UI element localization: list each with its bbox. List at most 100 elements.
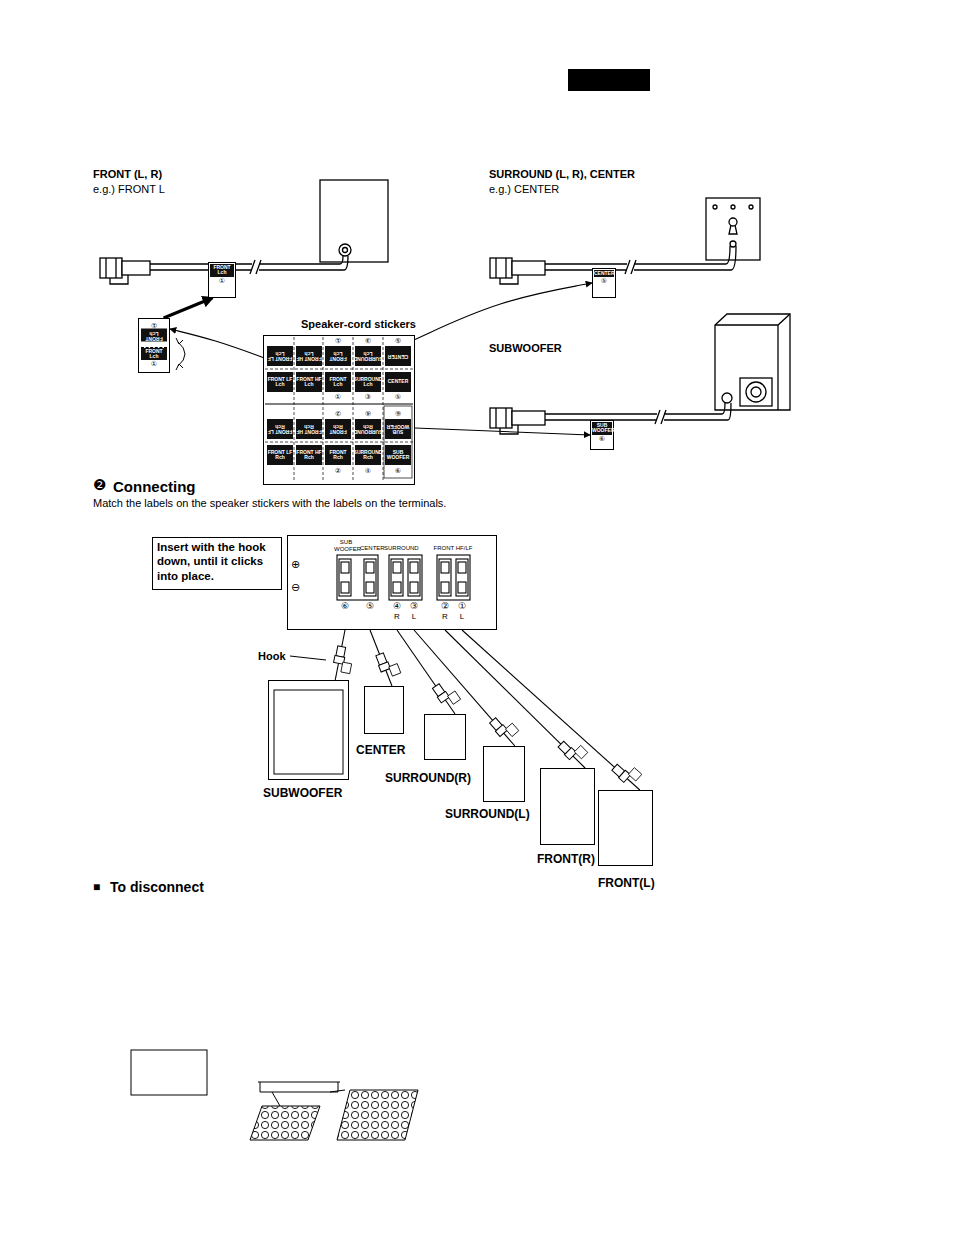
terminal-slot — [456, 559, 468, 596]
sticker-number: ① — [325, 393, 351, 400]
terminal-plus — [458, 562, 466, 573]
terminal-minus — [458, 582, 466, 593]
instruction-box: Insert with the hook down, until it clic… — [152, 537, 282, 590]
sticker-cell: SUB WOOFER — [385, 419, 411, 439]
sticker-cell: FRONT HF Lch — [296, 372, 322, 392]
subwoofer-speaker — [490, 314, 790, 434]
terminal-slot — [391, 559, 403, 596]
cord-plug — [332, 646, 354, 674]
cord-plug — [557, 735, 587, 765]
speaker-label: SURROUND(R) — [385, 771, 471, 785]
sticker-cell: FRONT LF Lch — [267, 346, 293, 366]
sticker-text: ⑥ — [592, 435, 612, 443]
sticker-cell: SURROUND Lch — [355, 346, 381, 366]
header-bar — [568, 69, 650, 91]
cord-plug — [432, 679, 461, 710]
connector — [164, 298, 213, 318]
sticker-cell: FRONT LF Rch — [267, 445, 293, 465]
sticker-cell: FRONT Lch — [325, 372, 351, 392]
sticker-cell: FRONT Rch — [325, 419, 351, 439]
sticker-number: ② — [325, 467, 351, 474]
callout-number: ① — [141, 360, 167, 368]
terminal-slot — [339, 559, 351, 596]
speaker-label: FRONT(L) — [598, 876, 655, 890]
step-number: ❷ — [93, 477, 106, 492]
connector — [397, 630, 455, 714]
connector — [445, 630, 585, 768]
cord-plug — [375, 650, 401, 680]
sticker-number: ④ — [355, 467, 381, 474]
terminal-slot — [364, 559, 376, 596]
section-heading: SURROUND (L, R), CENTER — [489, 168, 635, 180]
terminal-panel: SUB WOOFERCENTERSURROUND FRONT HF/LF — [287, 535, 497, 630]
cord-sticker: CENTER⑤ — [592, 268, 616, 298]
center-speaker-box: CENTER — [364, 686, 404, 734]
sticker-text: ① — [210, 277, 234, 285]
sticker-cell: SURROUND Rch — [355, 419, 381, 439]
sticker-text: SUB WOOFER — [592, 422, 612, 435]
section-heading: To disconnect — [110, 880, 204, 894]
terminal-plus — [341, 562, 349, 573]
connector — [415, 283, 592, 340]
sticker-cell: FRONT HF Rch — [296, 419, 322, 439]
speaker-label: SURROUND(L) — [445, 807, 530, 821]
sticker-number: ⑥ — [385, 410, 411, 417]
sticker-cell: CENTER — [385, 346, 411, 366]
sticker-cell: FRONT HF Rch — [296, 445, 322, 465]
speaker-label: CENTER — [356, 743, 405, 757]
sticker-number: ③ — [355, 393, 381, 400]
sticker-text: CENTER — [594, 270, 614, 277]
speaker-label: FRONT(R) — [537, 852, 595, 866]
connector — [414, 630, 515, 746]
subwoofer-box: SUBWOOFER — [268, 680, 349, 780]
front-speaker-box: FRONT(R) — [540, 768, 595, 845]
channel-letter: L — [409, 613, 419, 621]
terminal-number: ⑥ — [340, 602, 350, 611]
terminal-number: ① — [457, 602, 467, 611]
cord-sticker: SUB WOOFER⑥ — [590, 420, 614, 450]
instruction-text: Match the labels on the speaker stickers… — [93, 497, 446, 509]
part-name: Hook — [258, 650, 286, 662]
example-text: e.g.) CENTER — [489, 183, 559, 195]
sticker-cell: SURROUND Rch — [355, 445, 381, 465]
section-heading: SUBWOOFER — [489, 342, 562, 354]
note-box — [131, 1050, 207, 1095]
sticker-text: FRONT Lch — [210, 264, 234, 277]
cord-plug — [489, 712, 519, 743]
channel-letter: L — [457, 613, 467, 621]
terminal-label: CENTER — [360, 545, 384, 552]
terminal-blocks — [337, 555, 470, 600]
hook-leader — [290, 656, 326, 660]
sticker-number: ② — [325, 410, 351, 417]
terminal-minus — [410, 582, 418, 593]
sticker-cell: CENTER — [385, 372, 411, 392]
channel-letter: R — [392, 613, 402, 621]
surround-speaker-box: SURROUND(L) — [483, 746, 525, 802]
section-heading: Connecting — [113, 479, 196, 494]
terminal-label: FRONT HF/LF — [432, 545, 474, 552]
front-speaker — [100, 180, 388, 284]
sticker-text: ⑤ — [594, 277, 614, 285]
terminal-minus — [366, 582, 374, 593]
terminal-label: SURROUND — [384, 545, 418, 552]
subwoofer-grille — [274, 690, 343, 774]
sticker-cell: FRONT Rch — [325, 445, 351, 465]
connector — [170, 329, 263, 358]
terminal-minus — [393, 582, 401, 593]
terminal-number: ④ — [392, 602, 402, 611]
sticker-cell: FRONT Lch — [325, 346, 351, 366]
surround-speaker-box: SURROUND(R) — [424, 714, 466, 760]
terminal-minus — [341, 582, 349, 593]
terminal-label: SUB WOOFER — [334, 539, 358, 552]
sticker-cell: SUB WOOFER — [385, 445, 411, 465]
sticker-number: ① — [325, 337, 351, 344]
sticker-cell: SURROUND Lch — [355, 372, 381, 392]
sticker-number: ⑥ — [385, 467, 411, 474]
connector — [462, 630, 640, 790]
center-speaker — [490, 198, 760, 284]
instruction-text: Insert with the hook down, until it clic… — [153, 538, 281, 585]
terminal-number: ⑤ — [365, 602, 375, 611]
sticker-number: ⑤ — [385, 337, 411, 344]
example-text: e.g.) FRONT L — [93, 183, 165, 195]
terminal-minus — [441, 582, 449, 593]
